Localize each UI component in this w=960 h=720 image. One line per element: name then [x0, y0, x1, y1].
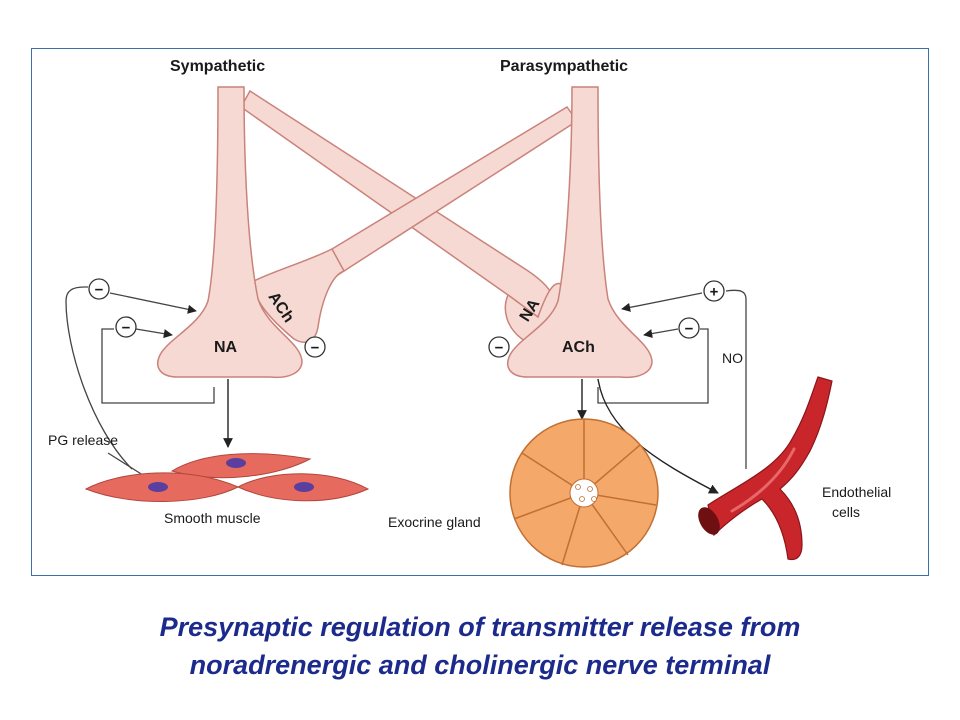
svg-text:−: −	[685, 321, 694, 338]
endothelial-label-line2: cells	[832, 504, 860, 520]
svg-text:−: −	[311, 340, 320, 357]
pg-feedback-arrow	[109, 292, 197, 314]
minus-sign-na-on-parasympathetic: −	[488, 336, 510, 358]
parasympathetic-cross-fiber	[301, 105, 579, 295]
pg-release-label: PG release	[48, 432, 118, 448]
na-autoreceptor-loop	[101, 328, 215, 404]
no-feedback-arrow	[621, 292, 703, 312]
parasympathetic-nerve-terminal	[507, 86, 653, 379]
na-autoreceptor-arrow	[135, 328, 173, 339]
parasympathetic-label: Parasympathetic	[500, 58, 628, 75]
ach-label-parasympathetic-terminal: ACh	[562, 339, 595, 356]
minus-sign-ach-autoreceptor: −	[678, 317, 700, 339]
caption-line-1: Presynaptic regulation of transmitter re…	[159, 612, 801, 642]
endothelial-label-line1: Endothelial	[822, 484, 891, 500]
svg-text:+: +	[710, 284, 719, 301]
svg-text:−: −	[95, 282, 104, 299]
svg-text:−: −	[495, 340, 504, 357]
minus-sign-na-autoreceptor: −	[115, 316, 137, 338]
ach-knob-on-sympathetic	[253, 248, 346, 343]
sympathetic-nerve-terminal	[157, 86, 303, 379]
caption-line-2: noradrenergic and cholinergic nerve term…	[189, 650, 771, 680]
exocrine-gland-icon	[509, 418, 659, 568]
plus-sign-no: +	[703, 280, 725, 302]
smooth-muscle-label: Smooth muscle	[164, 510, 261, 526]
caption: Presynaptic regulation of transmitter re…	[0, 608, 960, 684]
no-label: NO	[722, 350, 743, 366]
minus-sign-pg: −	[88, 278, 110, 300]
ach-autoreceptor-arrow	[643, 328, 679, 339]
no-feedback-loop	[725, 289, 747, 469]
diagram-svg: Sympathetic Parasympathetic NA ACh NA AC…	[48, 58, 891, 568]
smooth-muscle-cells	[84, 453, 370, 503]
diagram-frame: Sympathetic Parasympathetic NA ACh NA AC…	[31, 48, 929, 576]
ach-autoreceptor-loop	[597, 328, 709, 404]
sympathetic-label: Sympathetic	[170, 58, 265, 75]
pg-feedback-loop	[65, 286, 133, 470]
blood-vessel-icon	[698, 376, 833, 561]
svg-text:−: −	[122, 320, 131, 337]
pg-release-pointer	[107, 452, 147, 478]
minus-sign-ach-on-sympathetic: −	[304, 336, 326, 358]
exocrine-gland-label: Exocrine gland	[388, 514, 481, 530]
na-label-sympathetic-terminal: NA	[214, 339, 238, 356]
